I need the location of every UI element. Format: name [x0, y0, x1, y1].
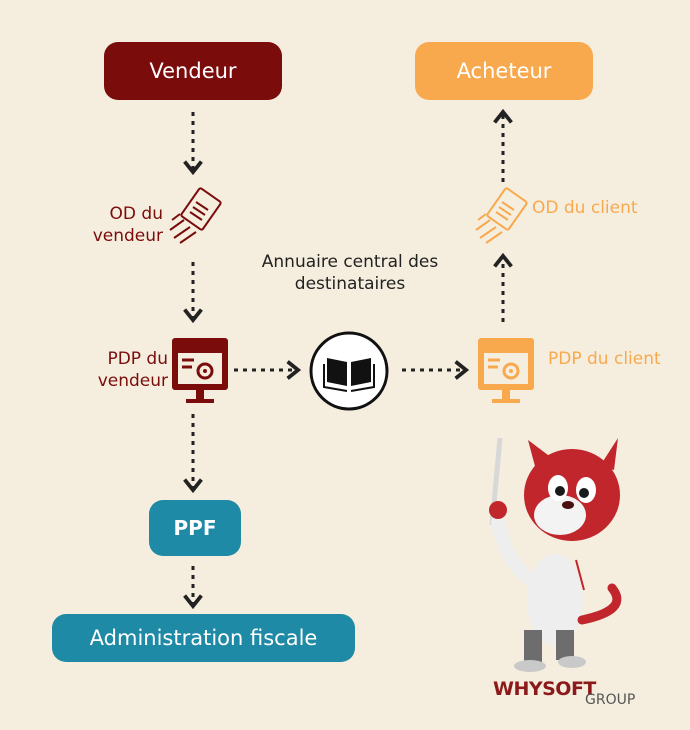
- acheteur-label: Acheteur: [456, 59, 552, 83]
- acheteur-box: Acheteur: [415, 42, 593, 100]
- document-icon: [475, 187, 528, 244]
- administration-box: Administration fiscale: [52, 614, 355, 662]
- administration-label: Administration fiscale: [89, 626, 318, 650]
- pdp-vendeur-label: PDP du vendeur: [97, 349, 168, 391]
- pdp-client-label: PDP du client: [548, 349, 661, 369]
- whysoft-logo: WHYSOFT GROUP: [493, 674, 653, 714]
- annuaire-label: Annuaire central des destinataires: [261, 252, 439, 294]
- od-vendeur-label: OD du vendeur: [92, 204, 163, 246]
- monitor-settings-icon: [478, 338, 534, 403]
- ppf-box: PPF: [149, 500, 241, 556]
- vendeur-label: Vendeur: [149, 59, 237, 83]
- book-icon: [309, 331, 389, 411]
- mascot-cat-icon: [489, 437, 622, 672]
- document-icon: [169, 187, 222, 244]
- ppf-label: PPF: [173, 516, 217, 540]
- logo-brand: WHYSOFT: [493, 678, 596, 700]
- monitor-settings-icon: [172, 338, 228, 403]
- od-client-label: OD du client: [532, 198, 638, 218]
- vendeur-box: Vendeur: [104, 42, 282, 100]
- logo-sub: GROUP: [585, 692, 636, 708]
